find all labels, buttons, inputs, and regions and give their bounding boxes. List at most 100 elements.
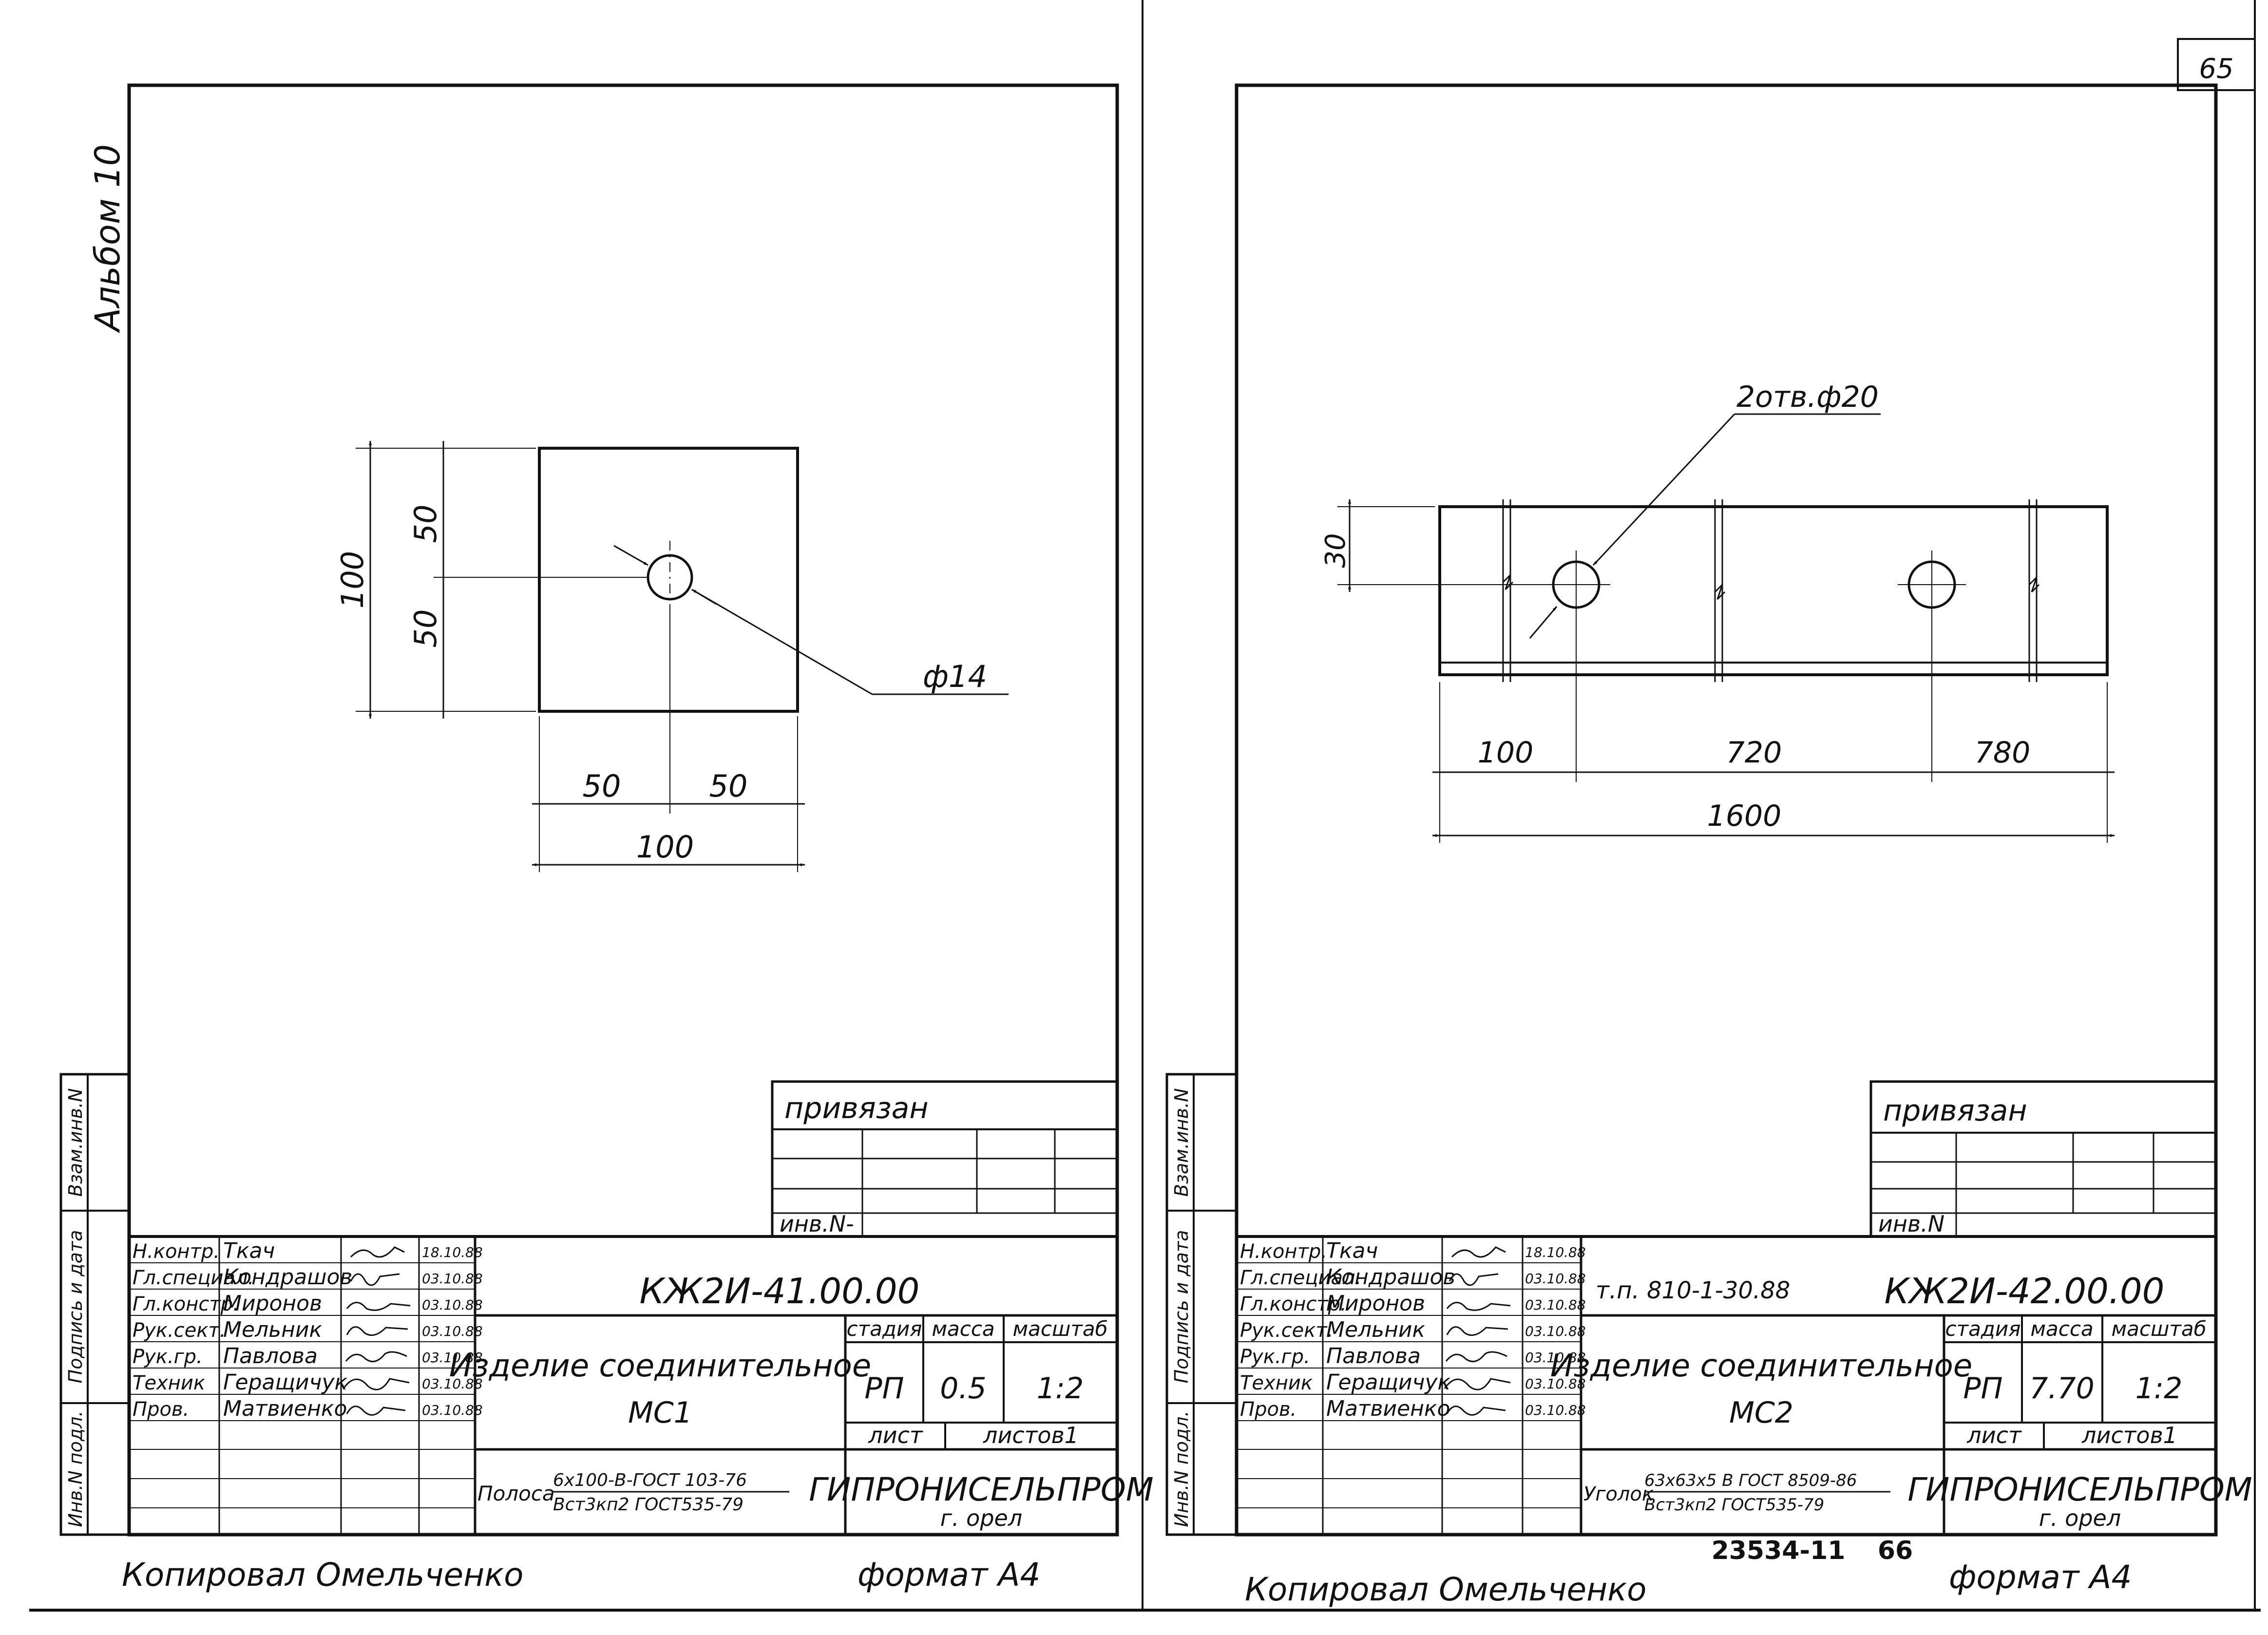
sheet-label: лист: [868, 1422, 923, 1448]
sig-role: Пров.: [133, 1398, 189, 1421]
dim-height-top: 50: [408, 505, 443, 543]
angle-outline: [1438, 505, 2109, 676]
sig-role: Техник: [133, 1372, 205, 1394]
city: г. орел: [2039, 1505, 2121, 1531]
right-part-drawing: 2отв.ф20 30 100 720 780 1600: [1320, 380, 2115, 843]
left-side-strip: Взам.инв.N Подпись и дата Инв.N подл.: [59, 1073, 131, 1536]
dim-height-total: 100: [335, 551, 370, 608]
left-part-drawing: 100 50 50 50 50 100 ф14: [335, 440, 1009, 872]
mass-value: 0.5: [940, 1371, 986, 1406]
right-side-strip: Взам.инв.N Подпись и дата Инв.N подл.: [1165, 1073, 1238, 1536]
col-stage-header: стадия: [1945, 1317, 2021, 1341]
sig-row: Рук.сект. Мельник 03.10.88: [133, 1317, 483, 1342]
dim-width-total: 100: [636, 829, 694, 865]
sig-name: Матвиенко: [1326, 1396, 1450, 1421]
sig-name: Кондрашов: [1326, 1265, 1455, 1290]
sig-name: Ткач: [1326, 1238, 1378, 1263]
title-line-1: Изделие соединительное: [449, 1348, 871, 1384]
side-strip-label-3: Инв.N подл.: [65, 1411, 86, 1527]
signature-mark: [1446, 1406, 1506, 1416]
sig-date: 03.10.88: [1525, 1271, 1586, 1287]
hole-leader: [691, 589, 873, 695]
sig-role: Рук.сект.: [133, 1319, 226, 1342]
title-line-2: МС1: [628, 1396, 692, 1430]
break-symbol-1: [1502, 574, 1514, 590]
sig-name: Кондрашов: [223, 1265, 352, 1290]
archive-number: 23534-11: [1712, 1536, 1846, 1565]
signature-mark: [345, 1351, 407, 1363]
signature-mark: [1448, 1273, 1499, 1286]
side-strip-label-1: Взам.инв.N: [65, 1088, 86, 1197]
sig-row: Гл.специал. Кондрашов 03.10.88: [133, 1265, 483, 1290]
left-sheet: Альбом 10 100 50 50 50 50 100: [59, 83, 1154, 1594]
sig-name: Миронов: [223, 1291, 322, 1316]
sig-row: Пров. Матвиенко 03.10.88: [1240, 1396, 1586, 1421]
inv-label: инв.N: [1878, 1211, 1944, 1237]
sig-row: Техник Геращичук 03.10.88: [133, 1370, 483, 1395]
sig-role: Гл.констр.: [1240, 1293, 1347, 1315]
sig-name: Геращичук: [1326, 1370, 1451, 1395]
signature-mark: [343, 1378, 410, 1390]
archive-page: 66: [1878, 1536, 1913, 1565]
sig-role: Рук.сект.: [1240, 1319, 1333, 1342]
title-line-2: МС2: [1729, 1396, 1793, 1430]
right-tie-block: привязан инв.N: [1869, 1080, 2217, 1238]
sig-row: Рук.гр. Павлова 03.10.88: [133, 1344, 483, 1369]
mass-value: 7.70: [2029, 1371, 2095, 1406]
sig-row: Гл.констр. Миронов 03.10.88: [1240, 1291, 1586, 1316]
right-sheet: 2отв.ф20 30 100 720 780 1600: [1165, 83, 2252, 1608]
holes-leader: [1595, 413, 1735, 564]
sig-date: 03.10.88: [422, 1271, 483, 1287]
side-strip-label-2: Подпись и дата: [1171, 1230, 1192, 1384]
title-block-frame: [1235, 1235, 2217, 1536]
copied-by: Копировал Омельченко: [122, 1556, 523, 1594]
sig-row: Рук.сект. Мельник 03.10.88: [1240, 1317, 1586, 1342]
sig-row: Пров. Матвиенко 03.10.88: [133, 1396, 483, 1421]
signature-mark: [346, 1406, 406, 1416]
material-top: 6х100-В-ГОСТ 103-76: [553, 1470, 747, 1490]
sig-name: Павлова: [1326, 1344, 1421, 1369]
doc-code: КЖ2И-42.00.00: [1885, 1271, 2165, 1312]
hole-dim-arrow-1: [613, 545, 648, 566]
sig-date: 03.10.88: [422, 1350, 483, 1366]
sig-name: Мельник: [223, 1317, 322, 1342]
sig-role: Рук.гр.: [133, 1346, 203, 1368]
signature-mark: [1446, 1302, 1511, 1311]
sig-role: Н.контр.: [133, 1240, 220, 1263]
sig-name: Павлова: [223, 1344, 318, 1369]
dim-height-bottom: 50: [408, 609, 443, 648]
format-label: формат А4: [1949, 1559, 2132, 1596]
dim-width-left: 50: [583, 768, 621, 804]
sig-date: 03.10.88: [1525, 1402, 1586, 1418]
signature-mark: [346, 1326, 408, 1336]
signature-mark: [1445, 1351, 1507, 1363]
tie-label: привязан: [784, 1091, 929, 1125]
sig-date: 03.10.88: [422, 1376, 483, 1392]
format-label: формат А4: [858, 1556, 1041, 1594]
col-mass-header: масса: [932, 1317, 994, 1341]
material-bottom: Вст3кп2 ГОСТ535-79: [553, 1495, 743, 1515]
left-tie-block: привязан инв.N-: [771, 1080, 1119, 1238]
sig-date: 18.10.88: [1525, 1244, 1586, 1260]
album-label: Альбом 10: [88, 144, 128, 333]
title-block-frame: [128, 1235, 1119, 1536]
sig-row: Гл.констр. Миронов 03.10.88: [133, 1291, 483, 1316]
sig-role: Н.контр.: [1240, 1240, 1327, 1263]
sig-date: 03.10.88: [422, 1297, 483, 1313]
sig-date: 03.10.88: [1525, 1350, 1586, 1366]
page-number: 65: [2199, 53, 2233, 85]
scale-value: 1:2: [2135, 1371, 2183, 1406]
sig-row: Н.контр. Ткач 18.10.88: [1240, 1238, 1586, 1263]
dim-seg-2: 720: [1726, 736, 1782, 770]
hole-diameter-label: ф14: [923, 659, 987, 694]
sig-role: Гл.констр.: [133, 1293, 239, 1315]
material-prefix: Уголок: [1583, 1483, 1654, 1505]
sig-date: 03.10.88: [422, 1323, 483, 1339]
sig-name: Ткач: [223, 1238, 275, 1263]
side-strip-label-1: Взам.инв.N: [1171, 1088, 1192, 1197]
sheets-label: листов1: [983, 1422, 1079, 1448]
material-top: 63х63х5 В ГОСТ 8509-86: [1644, 1471, 1857, 1490]
col-stage-header: стадия: [847, 1317, 922, 1341]
break-symbol-3: [2028, 576, 2040, 593]
